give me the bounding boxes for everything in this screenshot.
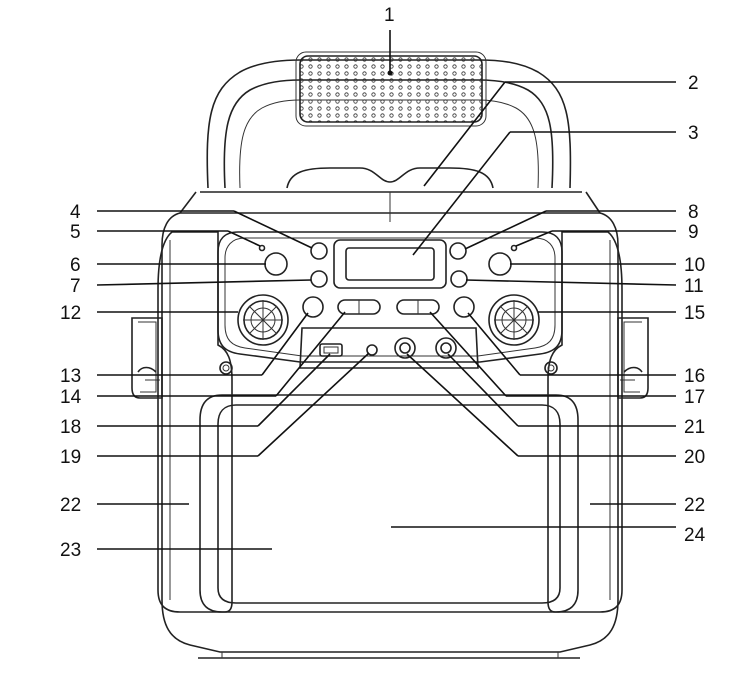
callout-8: 8 [688,202,699,223]
callout-labels: 1 2 3 4 5 6 7 8 9 10 11 12 13 14 15 16 1… [60,5,706,561]
callout-21: 21 [684,417,705,438]
callout-13: 13 [60,366,81,387]
callout-18: 18 [60,417,81,438]
callout-7: 7 [70,276,81,297]
side-bumpers [157,231,623,613]
leader-lines [96,30,677,550]
callout-10: 10 [684,255,705,276]
strap-lugs [131,317,649,399]
handle-grip [295,51,487,127]
buttons [258,242,518,318]
callout-20: 20 [684,447,705,468]
callout-15: 15 [684,303,705,324]
callout-2: 2 [688,73,699,94]
callout-1: 1 [384,5,395,26]
top-shoulder [179,167,601,222]
callout-5: 5 [70,222,81,243]
callout-22-right: 22 [684,495,705,516]
callout-9: 9 [688,222,699,243]
callout-22-left: 22 [60,495,81,516]
control-panel [217,231,563,363]
callout-6: 6 [70,255,81,276]
lcd-display [333,239,447,289]
callout-19: 19 [60,447,81,468]
rotary-knobs [237,294,540,346]
main-body [145,212,635,659]
speaker-grille [199,394,579,613]
callout-4: 4 [70,202,81,223]
callout-24: 24 [684,525,706,546]
screws [219,361,558,375]
callout-12: 12 [60,303,81,324]
jack-panel [299,327,479,369]
callout-17: 17 [684,387,705,408]
callout-14: 14 [60,387,82,408]
callout-11: 11 [684,276,704,297]
callout-16: 16 [684,366,705,387]
callout-3: 3 [688,123,699,144]
callout-23: 23 [60,540,81,561]
